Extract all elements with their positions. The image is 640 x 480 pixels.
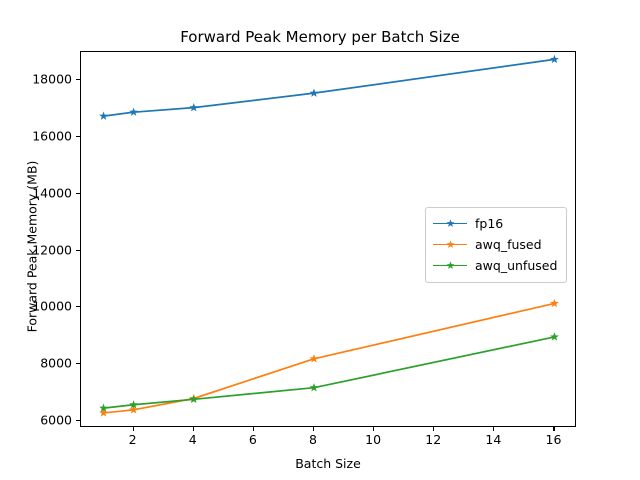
plot-area (80, 51, 576, 427)
series-line (103, 58, 555, 117)
y-tick-mark (76, 192, 80, 194)
x-tick-mark (493, 427, 495, 431)
x-tick-label: 6 (248, 432, 257, 447)
series-line (103, 336, 555, 409)
y-tick-label: 16000 (32, 128, 72, 144)
data-point-marker (129, 405, 138, 414)
legend-label-0: fp16 (475, 216, 504, 231)
x-tick-mark (132, 427, 134, 431)
data-point-marker (99, 403, 108, 412)
data-point-marker (129, 107, 138, 116)
x-tick-mark (433, 427, 435, 431)
y-tick-label: 10000 (32, 298, 72, 314)
x-tick-label: 10 (365, 432, 382, 447)
x-tick-mark (252, 427, 254, 431)
star-icon (446, 218, 455, 227)
series-fp16 (99, 54, 559, 120)
data-point-marker (99, 111, 108, 120)
x-axis-label: Batch Size (295, 456, 361, 471)
y-tick-mark (76, 306, 80, 308)
y-tick-label: 6000 (40, 412, 72, 428)
y-tick-mark (76, 363, 80, 365)
x-tick-label: 16 (545, 432, 562, 447)
data-point-marker (99, 408, 108, 417)
chart-title: Forward Peak Memory per Batch Size (180, 28, 460, 46)
y-tick-label: 8000 (40, 355, 72, 371)
y-tick-label: 18000 (32, 71, 72, 87)
legend-swatch-line-marker-0 (433, 217, 467, 231)
legend-item-1[interactable]: awq_fused (433, 234, 559, 255)
data-point-marker (129, 400, 138, 409)
legend-label-2: awq_unfused (475, 258, 558, 273)
legend[interactable]: fp16 awq_fused awq_unfused (425, 207, 567, 283)
x-tick-mark (192, 427, 194, 431)
data-point-marker (309, 88, 319, 97)
legend-swatch-line-marker-2 (433, 259, 467, 273)
x-tick-label: 4 (188, 432, 197, 447)
series-awq_unfused (99, 332, 559, 412)
legend-item-0[interactable]: fp16 (433, 213, 559, 234)
data-point-marker (550, 298, 559, 308)
series-awq_fused (99, 298, 559, 417)
data-point-marker (309, 354, 319, 363)
y-tick-mark (76, 136, 80, 138)
y-tick-mark (76, 249, 80, 251)
series-canvas (99, 54, 559, 417)
data-point-marker (189, 103, 199, 112)
y-tick-mark (76, 79, 80, 81)
x-tick-mark (373, 427, 375, 431)
y-tick-label: 14000 (32, 185, 72, 201)
legend-label-1: awq_fused (475, 237, 542, 252)
legend-swatch-line-marker-1 (433, 238, 467, 252)
data-point-marker (189, 394, 199, 404)
data-point-marker (550, 332, 559, 341)
star-icon (446, 260, 455, 269)
x-tick-label: 8 (308, 432, 317, 447)
x-tick-label: 14 (485, 432, 502, 447)
x-tick-mark (312, 427, 315, 431)
legend-item-2[interactable]: awq_unfused (433, 255, 559, 276)
x-tick-mark (553, 427, 555, 431)
y-tick-label: 12000 (32, 242, 72, 258)
data-point-marker (309, 383, 319, 392)
x-tick-label: 2 (128, 432, 137, 447)
data-point-marker (550, 54, 559, 64)
series-line (103, 302, 555, 414)
star-icon (446, 239, 455, 248)
x-tick-label: 12 (425, 432, 442, 447)
y-tick-mark (76, 419, 80, 421)
